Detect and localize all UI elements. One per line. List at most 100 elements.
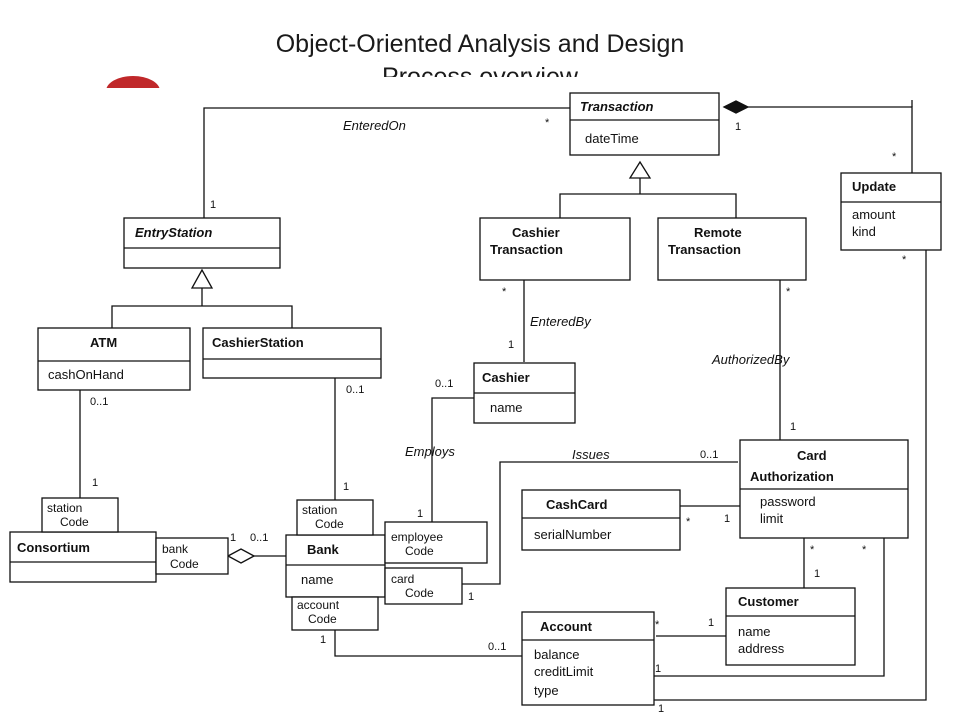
cashier-station-name: CashierStation: [212, 335, 304, 350]
card-authorization-attr-password: password: [760, 494, 816, 509]
update-attr-kind: kind: [852, 224, 876, 239]
mult-1: *: [545, 117, 550, 129]
mult-25: 1: [708, 617, 714, 629]
qualifier-account-line1: account: [297, 598, 340, 612]
mult-7: *: [786, 286, 791, 298]
transaction-attr-datetime: dateTime: [585, 131, 639, 146]
transaction-name: Transaction: [580, 99, 654, 114]
title-line-2: Process overview: [382, 63, 578, 77]
logo-arc: [106, 76, 160, 88]
qualifier-card-code: [384, 567, 463, 605]
qualifier-station-bank-line1: station: [302, 503, 337, 517]
qualifier-bank-line1: bank: [162, 542, 189, 556]
mult-4: *: [892, 151, 897, 163]
remote-transaction-name-2: Transaction: [668, 242, 741, 257]
qualifier-card-line2: Code: [405, 586, 434, 600]
mult-15: 1: [230, 532, 236, 544]
qualifier-bank-line2: Code: [170, 557, 199, 571]
gen-entrystation-children: [111, 305, 293, 328]
assoc-bank-account: [334, 630, 522, 657]
mult-24: *: [862, 544, 867, 556]
mult-18: 1: [468, 591, 474, 603]
association-lines: [79, 100, 927, 701]
mult-28: 1: [655, 663, 661, 675]
mult-12: 1: [343, 481, 349, 493]
class-atm: [37, 327, 191, 391]
qualifier-employee-line1: employee: [391, 530, 443, 544]
class-bank: [285, 534, 386, 598]
mult-10: 1: [92, 477, 98, 489]
class-cashier-station: [202, 327, 382, 379]
qualifier-station-bank-line2: Code: [315, 517, 344, 531]
class-cashier: [473, 362, 576, 424]
mult-17: 0..1: [435, 378, 453, 390]
qualifier-station-line2: Code: [60, 515, 89, 529]
mult-5: 1: [508, 339, 514, 351]
cash-card-name: CashCard: [546, 497, 607, 512]
customer-attr-name: name: [738, 624, 771, 639]
cashier-transaction-name-2: Transaction: [490, 242, 563, 257]
card-authorization-name-2: Authorization: [750, 469, 834, 484]
mult-21: *: [686, 516, 691, 528]
remote-transaction-name-1: Remote: [694, 225, 742, 240]
account-attr-creditlimit: creditLimit: [534, 664, 594, 679]
cashier-name: Cashier: [482, 370, 530, 385]
class-update: [840, 172, 942, 251]
page-title: Object-Oriented Analysis and Design Proc…: [0, 28, 960, 77]
mult-20: 1: [724, 513, 730, 525]
assoc-issues: [462, 461, 738, 585]
update-attr-amount: amount: [852, 207, 896, 222]
cash-card-attr-serialnumber: serialNumber: [534, 527, 612, 542]
class-card-authorization: [739, 439, 909, 539]
class-account: [521, 611, 655, 706]
class-transaction: [569, 92, 720, 156]
qualifier-station-code-bank: [296, 499, 374, 536]
mult-3: 1: [735, 121, 741, 133]
class-entry-station: [123, 217, 281, 269]
class-remote-transaction: [657, 217, 807, 281]
qualifier-station-code-consortium: [41, 497, 119, 533]
qualifier-employee-line2: Code: [405, 544, 434, 558]
qualifier-account-code: [291, 596, 379, 631]
mult-30: 1: [658, 703, 664, 715]
qualifier-bank-code: [155, 537, 229, 575]
mult-13: 0..1: [346, 384, 364, 396]
mult-14: 1: [417, 508, 423, 520]
cashier-attr-name: name: [490, 400, 523, 415]
qualifier-card-line1: card: [391, 572, 414, 586]
atm-attr-cashonhand: cashOnHand: [48, 367, 124, 382]
assoc-entered-on: [203, 107, 570, 218]
assoc-cardauth-account: [654, 538, 885, 677]
assoc-update-account: [654, 250, 927, 701]
mult-6: *: [502, 286, 507, 298]
title-line-1: Object-Oriented Analysis and Design: [275, 30, 685, 58]
class-cash-card: [521, 489, 681, 551]
update-name: Update: [852, 179, 896, 194]
class-consortium: [9, 531, 157, 583]
mult-9: *: [902, 254, 907, 266]
generalization-triangle-transaction: [628, 160, 652, 179]
customer-name: Customer: [738, 594, 799, 609]
consortium-name: Consortium: [17, 540, 90, 555]
generalization-triangle-entrystation: [190, 268, 214, 289]
class-cashier-transaction: [479, 217, 631, 281]
role-entered-by: EnteredBy: [530, 314, 592, 329]
role-issues: Issues: [572, 447, 610, 462]
atm-name: ATM: [90, 335, 117, 350]
assoc-employs: [431, 397, 474, 522]
qualifier-station-line1: station: [47, 501, 82, 515]
mult-11: 0..1: [90, 396, 108, 408]
mult-26: *: [655, 619, 660, 631]
mult-27: 1: [320, 634, 326, 646]
mult-8: 1: [790, 421, 796, 433]
customer-attr-address: address: [738, 641, 785, 656]
account-attr-type: type: [534, 683, 559, 698]
assoc-transaction-update: [748, 106, 913, 173]
mult-16: 0..1: [250, 532, 268, 544]
bank-attr-name: name: [301, 572, 334, 587]
composition-diamond: [722, 100, 750, 114]
qualifier-employee-code: [384, 521, 488, 564]
account-name: Account: [540, 619, 593, 634]
role-entered-on: EnteredOn: [343, 118, 406, 133]
